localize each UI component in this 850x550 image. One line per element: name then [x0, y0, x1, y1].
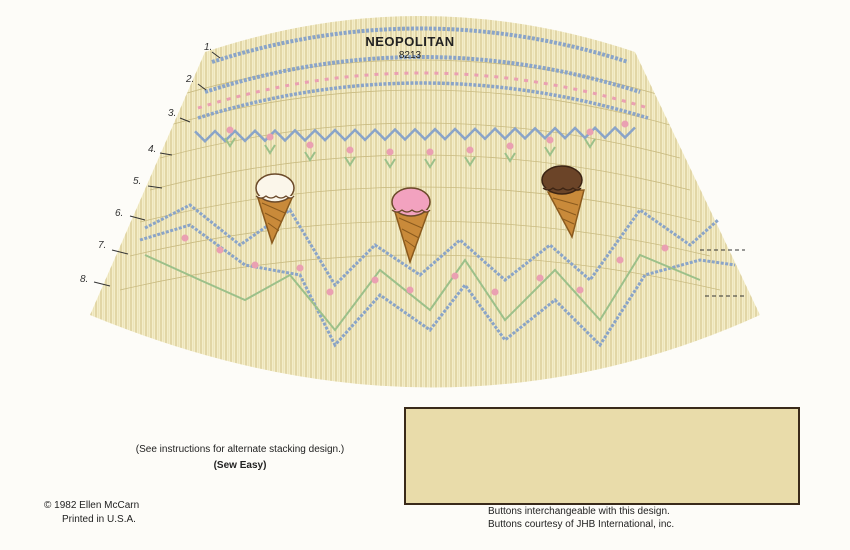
copyright: © 1982 Ellen McCarn — [44, 500, 140, 511]
buttons-caption-2: Buttons courtesy of JHB International, i… — [488, 519, 675, 530]
row-label-5: 5. — [133, 176, 142, 187]
strawberry-ice-cream-icon — [391, 187, 431, 265]
stacking-instructions: (See instructions for alternate stacking… — [135, 444, 345, 455]
pattern-title: NEOPOLITAN — [365, 34, 455, 49]
row-label-8: 8. — [80, 274, 89, 285]
pattern-code: 8213 — [398, 50, 422, 61]
row-label-1: 1. — [204, 42, 213, 53]
row-label-3: 3. — [168, 108, 177, 119]
sew-easy-label: (Sew Easy) — [213, 460, 267, 471]
buttons-display-box — [404, 407, 800, 505]
vanilla-ice-cream-icon — [255, 173, 295, 246]
row-label-7: 7. — [98, 240, 107, 251]
row-ticks — [93, 51, 745, 297]
row-label-4: 4. — [148, 144, 157, 155]
stitch-rows-6-8 — [144, 203, 719, 288]
stitch-row-3 — [197, 81, 649, 120]
chocolate-ice-cream-icon — [541, 165, 585, 240]
buttons-caption-1: Buttons interchangeable with this design… — [488, 506, 670, 517]
row-label-6: 6. — [115, 208, 124, 219]
stitch-row-2 — [204, 55, 641, 94]
stitch-row-1 — [211, 26, 629, 64]
printed-in: Printed in U.S.A. — [62, 514, 136, 525]
row-label-2: 2. — [186, 74, 195, 85]
